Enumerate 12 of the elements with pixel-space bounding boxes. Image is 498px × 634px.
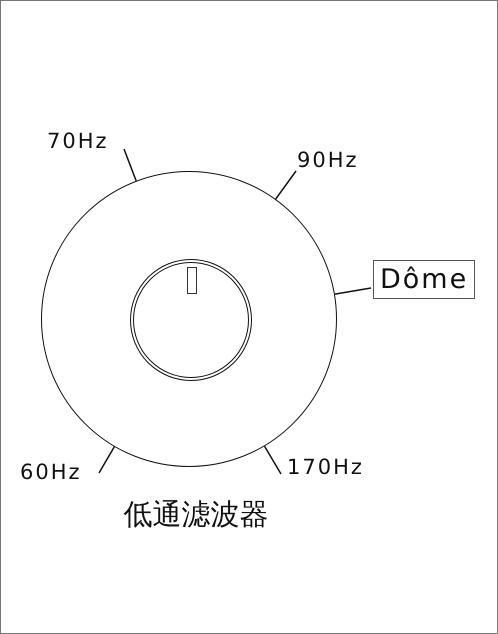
- frequency-label: 90Hz: [297, 150, 359, 171]
- leader-line: [123, 148, 137, 182]
- leader-line: [334, 287, 372, 295]
- leader-line: [98, 446, 115, 474]
- control-knob: [130, 259, 252, 381]
- boxed-label: Dôme: [373, 260, 476, 299]
- frequency-label: 60Hz: [20, 462, 82, 483]
- leader-line: [275, 170, 297, 200]
- caption: 低通滤波器: [122, 499, 270, 531]
- frequency-label: 70Hz: [47, 131, 109, 152]
- leader-line: [264, 446, 282, 474]
- frequency-label: 170Hz: [287, 457, 364, 478]
